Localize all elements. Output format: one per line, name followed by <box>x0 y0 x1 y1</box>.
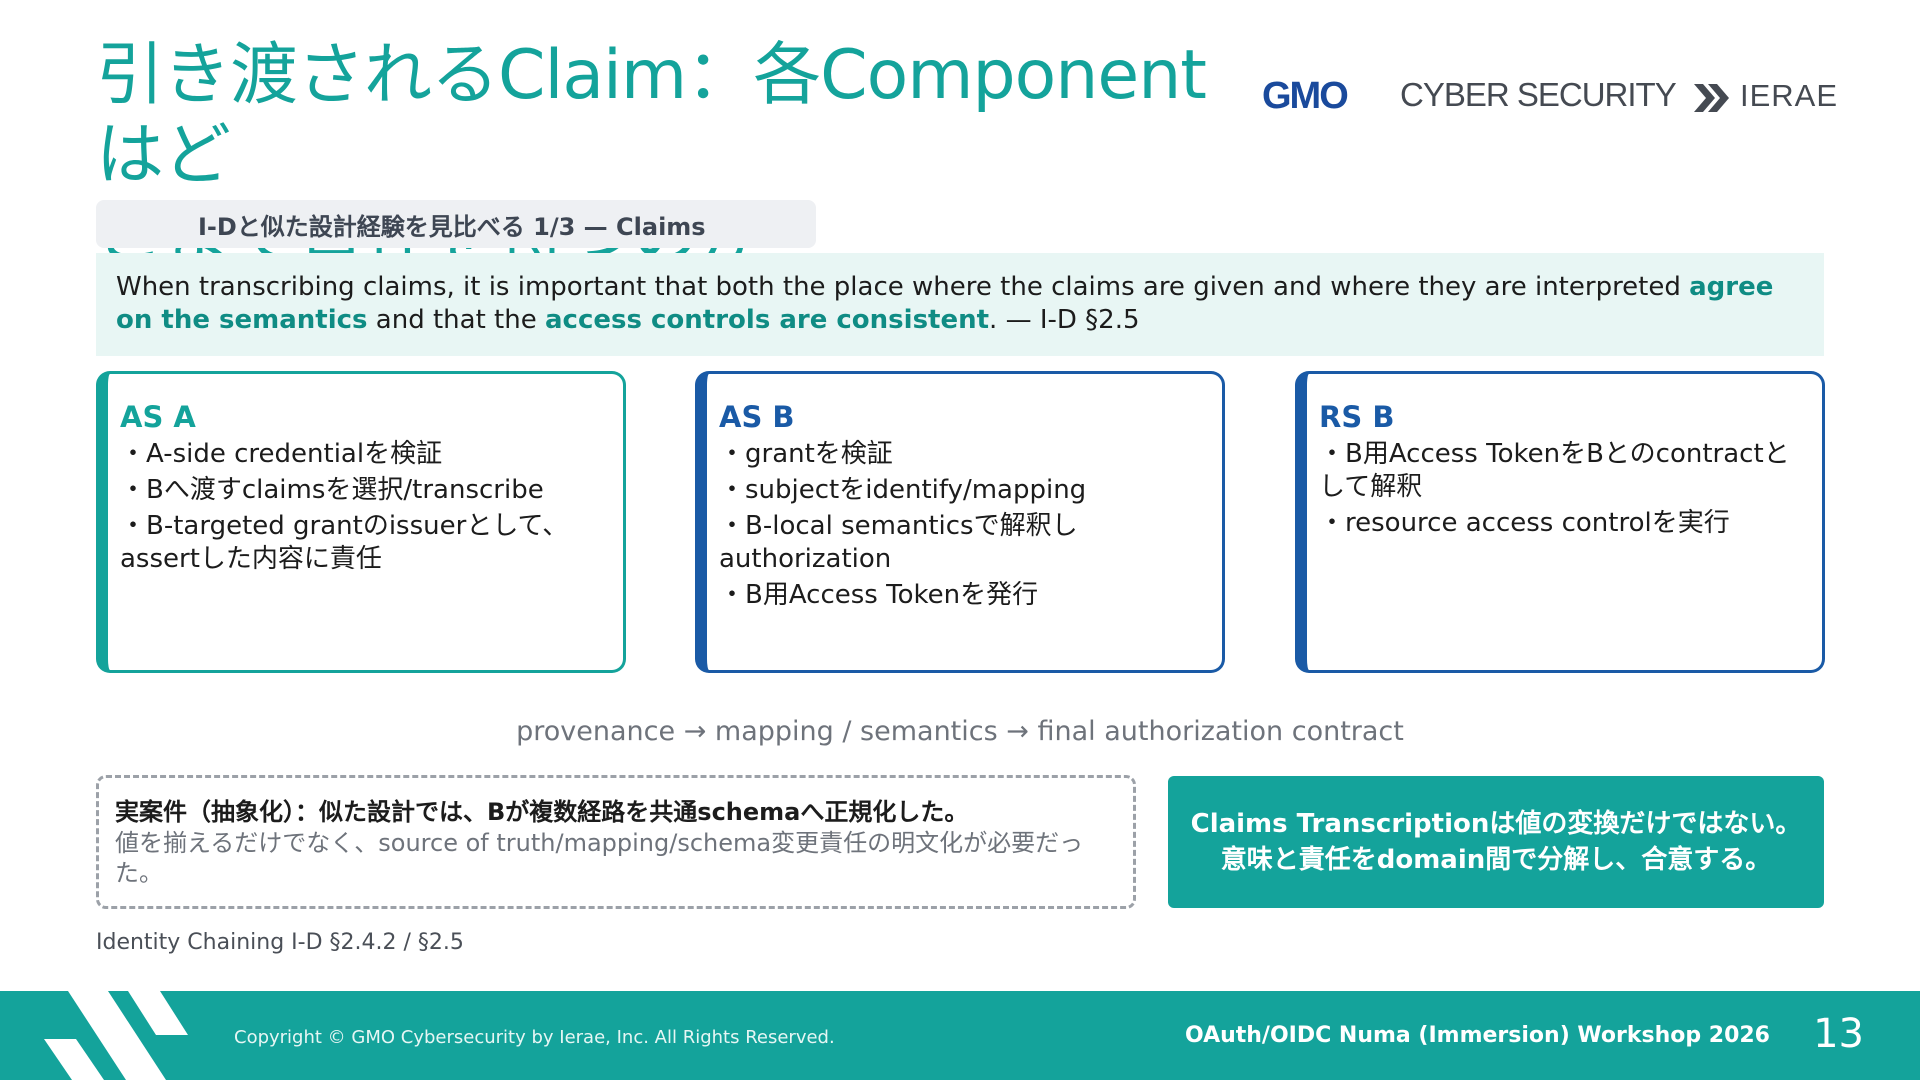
footer-stripes-icon <box>44 991 188 1080</box>
quote-text-3: . — I-D §2.5 <box>989 305 1140 335</box>
slide-title-line-1: 引き渡されるClaim：各Componentはど <box>96 36 1207 195</box>
page-number: 13 <box>1813 1011 1864 1057</box>
quote-bold-1: agree on the semantics <box>116 272 1774 335</box>
card-item: ・resource access controlを実行 <box>1319 508 1730 538</box>
card-item: ・grantを検証 <box>719 439 893 469</box>
card-item: ・A-side credentialを検証 <box>120 439 443 469</box>
case-note: 実案件（抽象化）：似た設計では、Bが複数経路を共通schemaへ正規化した。 値… <box>96 775 1136 909</box>
id-quote: When transcribing claims, it is importan… <box>96 253 1824 356</box>
logo-product: IERAE <box>1740 78 1838 113</box>
callout-line-1: Claims Transcriptionは値の変換だけではない。 <box>1190 809 1802 839</box>
quote-text-2: and that the <box>367 305 545 335</box>
source-reference: Identity Chaining I-D §2.4.2 / §2.5 <box>96 930 464 955</box>
footer-bar: Copyright © GMO Cybersecurity by Ierae, … <box>0 991 1920 1080</box>
quote-bold-2: access controls are consistent <box>545 305 990 335</box>
card-item: ・Bへ渡すclaimsを選択/transcribe <box>120 475 544 505</box>
section-subtitle: I-Dと似た設計経験を見比べる 1/3 — Claims <box>96 200 816 248</box>
card-title: AS B <box>719 400 795 434</box>
case-note-heading: 実案件（抽象化）：似た設計では、Bが複数経路を共通schemaへ正規化した。 <box>115 798 969 826</box>
card-as-a: AS A ・A-side credentialを検証 ・Bへ渡すclaimsを選… <box>96 371 626 673</box>
card-title: AS A <box>120 400 196 434</box>
card-as-b: AS B ・grantを検証 ・subjectをidentify/mapping… <box>695 371 1225 673</box>
logo-brand: GMO <box>1262 75 1347 117</box>
card-item: ・B-targeted grantのissuerとして、assertした内容に責… <box>120 511 569 574</box>
callout-line-2: 意味と責任をdomain間で分解し、合意する。 <box>1220 845 1772 875</box>
quote-text-1: When transcribing claims, it is importan… <box>116 272 1690 302</box>
gmo-cybersecurity-ierae-logo: GMO CYBER SECURITY IERAE <box>1262 75 1838 117</box>
case-note-text: 値を揃えるだけでなく、source of truth/mapping/schem… <box>115 829 1084 887</box>
card-rs-b: RS B ・B用Access TokenをBとのcontractとして解釈 ・r… <box>1295 371 1825 673</box>
card-item: ・B用Access TokenをBとのcontractとして解釈 <box>1319 439 1790 502</box>
logo-text: CYBER SECURITY <box>1400 76 1677 113</box>
workshop-title: OAuth/OIDC Numa (Immersion) Workshop 202… <box>1184 1023 1770 1048</box>
card-title: RS B <box>1319 400 1395 434</box>
card-item: ・B用Access Tokenを発行 <box>719 580 1039 610</box>
card-item: ・subjectをidentify/mapping <box>719 475 1087 505</box>
copyright-text: Copyright © GMO Cybersecurity by Ierae, … <box>234 1027 835 1048</box>
card-item: ・B-local semanticsで解釈しauthorization <box>719 511 1078 574</box>
logo-chevron-icon <box>1694 84 1729 112</box>
flow-summary: provenance → mapping / semantics → final… <box>516 716 1404 747</box>
key-takeaway-callout: Claims Transcriptionは値の変換だけではない。 意味と責任をd… <box>1168 776 1824 908</box>
